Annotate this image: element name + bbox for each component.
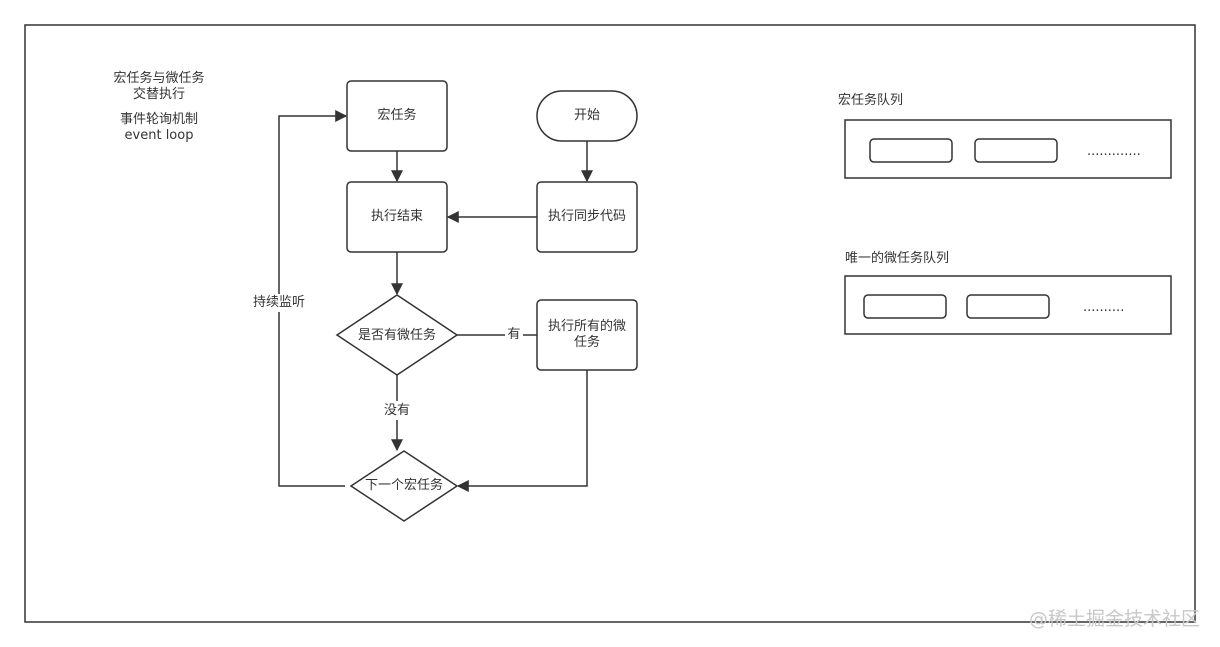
micro-queue-slot-2	[966, 294, 1050, 319]
note-line-4: event loop	[124, 128, 194, 143]
note-line-1: 宏任务与微任务	[113, 71, 205, 86]
micro-queue-slot-1	[863, 294, 947, 319]
exec-all-micro-label-1: 执行所有的微	[547, 319, 626, 334]
macro-task-label: 宏任务	[377, 108, 417, 123]
edge-loop-b	[278, 110, 348, 294]
macro-queue-title: 宏任务队列	[838, 93, 904, 108]
note-line-3: 事件轮询机制	[119, 112, 198, 127]
exec-end-label: 执行结束	[370, 209, 423, 224]
edge-label-yes: 有	[507, 327, 521, 342]
edge-micro-to-next	[456, 370, 588, 492]
exec-all-micro-label-2: 任务	[573, 335, 600, 350]
micro-queue-title: 唯一的微任务队列	[845, 251, 950, 266]
next-macro-label: 下一个宏任务	[364, 478, 443, 493]
next-macro-decision	[349, 450, 459, 522]
edge-loop-a	[278, 312, 345, 487]
macro-queue-ellipsis: .............	[1087, 144, 1141, 159]
note-line-2: 交替执行	[132, 87, 185, 102]
watermark: @稀土掘金技术社区	[1028, 608, 1200, 630]
macro-queue-slot-1	[869, 138, 953, 163]
edge-label-no: 没有	[383, 403, 410, 418]
diagram-frame	[24, 24, 1196, 623]
micro-queue-ellipsis: ..........	[1083, 300, 1125, 315]
exec-sync-label: 执行同步代码	[547, 209, 626, 224]
edge-label-keep-listening: 持续监听	[252, 295, 305, 310]
has-micro-label: 是否有微任务	[357, 328, 436, 343]
macro-queue-slot-2	[974, 138, 1058, 163]
start-label: 开始	[573, 108, 600, 123]
